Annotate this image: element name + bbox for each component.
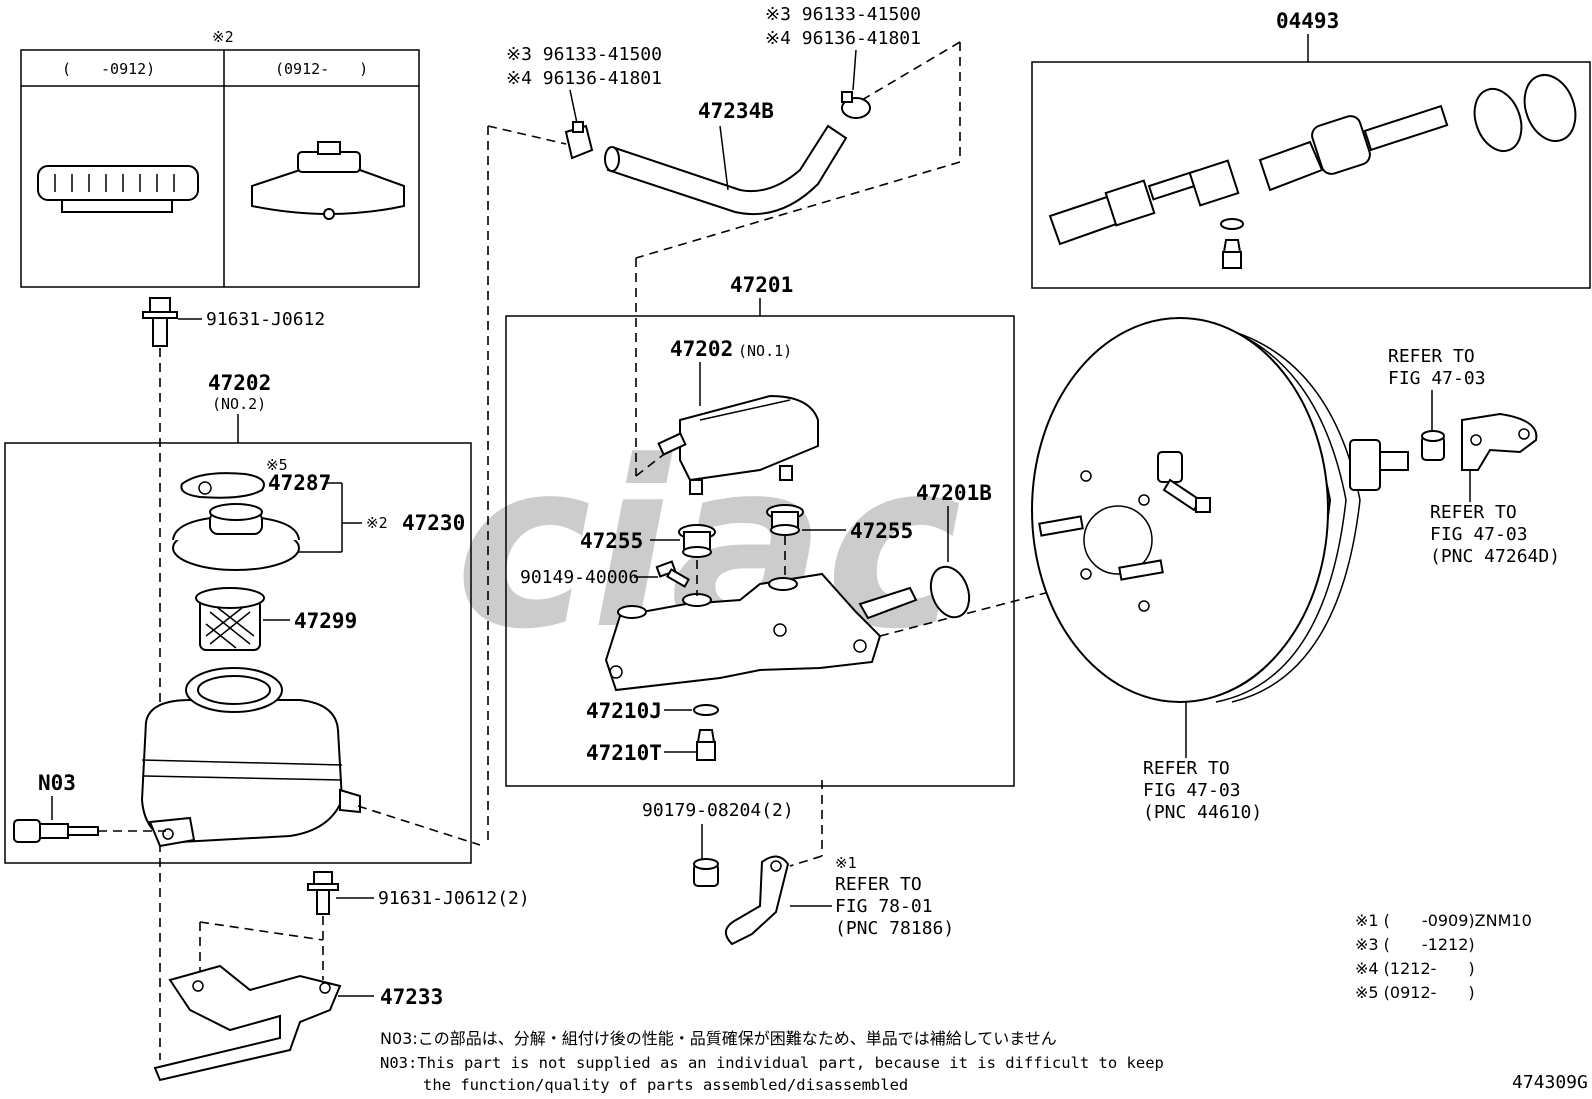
bracket-icon xyxy=(153,964,342,1082)
grommet-left-icon xyxy=(678,524,716,558)
label-ref1-b: FIG 78-01 xyxy=(835,896,933,917)
label-booster-ref-c: (PNC 44610) xyxy=(1143,802,1262,823)
nut-group: 90179-08204(2) ※1 REFER TO FIG 78-01 (PN… xyxy=(642,780,954,946)
label-bracket: 47233 xyxy=(380,985,443,1009)
label-grommet-right: 47255 xyxy=(850,519,913,543)
hose-clamp-left-icon xyxy=(564,121,594,160)
kit-plug-icon xyxy=(1222,239,1242,269)
reservoir-group: 91631-J0612 47202 (NO.2) ※5 47287 ※2 472… xyxy=(4,297,481,1060)
mount-bracket-icon xyxy=(725,855,790,946)
brake-booster-group: REFER TO FIG 47-03 (PNC 44610) xyxy=(1031,317,1409,823)
label-ref1-mark: ※1 xyxy=(835,854,857,872)
label-clevis-ref-c: (PNC 47264D) xyxy=(1430,546,1560,567)
master-cylinder-body-icon xyxy=(604,572,918,692)
gasket-icon xyxy=(180,472,265,499)
inset-marker: ※2 xyxy=(212,28,234,46)
label-clamp-right-a: ※3 96133-41500 xyxy=(765,4,921,25)
label-ref1-a: REFER TO xyxy=(835,874,922,895)
washer-icon xyxy=(693,704,719,716)
inset-col-old: ( -0912) xyxy=(62,60,155,78)
bleeder-plug-icon xyxy=(696,729,716,761)
bolt-bottom-icon xyxy=(307,871,339,915)
hose-group: ※3 96133-41500 ※4 96136-41801 ※3 96133-4… xyxy=(487,4,961,846)
label-ref1-c: (PNC 78186) xyxy=(835,918,954,939)
cap-variant-inset: ※2 ( -0912) (0912- ) xyxy=(20,28,420,288)
note-japanese: N03:この部品は、分解・組付け後の性能・品質確保が困難なため、単品では補給して… xyxy=(380,1029,1057,1048)
label-reservoir-no2: 47202 xyxy=(208,371,271,395)
o-ring-icon xyxy=(929,565,971,619)
label-cap-assembly: 47230 xyxy=(402,511,465,535)
bolt-top-icon xyxy=(142,297,178,347)
piston-icon xyxy=(1048,104,1449,246)
label-clamp-left-a: ※3 96133-41500 xyxy=(506,44,662,65)
label-bleeder-plug: 47210T xyxy=(586,741,662,765)
footnotes: ※1 ( -0909)ZNM10 ※3 ( -1212) ※4 (1212- )… xyxy=(1355,911,1532,1002)
label-master-cylinder: 47201 xyxy=(730,273,793,297)
screw-icon xyxy=(655,560,691,588)
label-clevis-ref-b: FIG 47-03 xyxy=(1430,524,1528,545)
reservoir-no1-icon xyxy=(657,394,819,495)
label-booster-ref-b: FIG 47-03 xyxy=(1143,780,1241,801)
label-top-ref-b: FIG 47-03 xyxy=(1388,368,1486,389)
repair-kit-group: 04493 xyxy=(1031,9,1591,289)
label-gasket: 47287 xyxy=(268,471,331,495)
label-hose: 47234B xyxy=(698,99,774,123)
footnote-5: ※5 (0912- ) xyxy=(1355,983,1475,1002)
snap-ring-icon xyxy=(1473,88,1523,152)
figure-id: 474309G xyxy=(1512,1072,1588,1093)
label-reservoir-no1: 47202 xyxy=(670,337,733,361)
label-sensor: N03 xyxy=(38,771,76,795)
label-bolt-top: 91631-J0612 xyxy=(206,309,325,330)
label-o-ring: 47201B xyxy=(916,481,992,505)
label-reservoir-no1-sub: (NO.1) xyxy=(738,342,792,360)
supply-notes: N03:この部品は、分解・組付け後の性能・品質確保が困難なため、単品では補給して… xyxy=(380,1029,1164,1094)
footnote-4: ※4 (1212- ) xyxy=(1355,959,1475,978)
label-nut: 90179-08204(2) xyxy=(642,800,794,821)
booster-stud-icon xyxy=(1038,515,1164,581)
note-english-2: the function/quality of parts assembled/… xyxy=(423,1076,908,1094)
right-refs-group: REFER TO FIG 47-03 REFER TO FIG 47-03 (P… xyxy=(1388,346,1560,567)
label-repair-kit: 04493 xyxy=(1276,9,1339,33)
bracket-group: 91631-J0612(2) 47233 xyxy=(153,871,530,1082)
label-clamp-left-b: ※4 96136-41801 xyxy=(506,68,662,89)
label-top-ref-a: REFER TO xyxy=(1388,346,1475,367)
footnote-1: ※1 ( -0909)ZNM10 xyxy=(1355,911,1532,930)
brake-booster-icon xyxy=(1031,317,1409,703)
label-cap-mark: ※2 xyxy=(366,514,388,532)
label-washer: 47210J xyxy=(586,699,662,723)
nut-icon xyxy=(693,858,719,887)
strainer-icon xyxy=(195,587,265,651)
inset-col-new: (0912- ) xyxy=(275,60,368,78)
note-english-1: N03:This part is not supplied as an indi… xyxy=(380,1054,1164,1072)
clevis-icon xyxy=(1461,412,1538,471)
old-cap-icon xyxy=(37,165,199,213)
level-sensor-icon xyxy=(13,819,99,843)
footnote-3: ※3 ( -1212) xyxy=(1355,935,1475,954)
label-clamp-right-b: ※4 96136-41801 xyxy=(765,28,921,49)
label-screw: 90149-40006 xyxy=(520,567,639,588)
clevis-nut-icon xyxy=(1421,430,1445,461)
label-gasket-mark: ※5 xyxy=(266,456,288,474)
reservoir-tank-icon xyxy=(140,667,361,848)
new-cap-icon xyxy=(251,141,405,220)
seal-ring-icon xyxy=(1523,74,1577,142)
grommet-right-icon xyxy=(766,504,804,536)
kit-washer-icon xyxy=(1220,218,1244,230)
vacuum-fitting-icon xyxy=(1157,451,1211,513)
label-grommet-left: 47255 xyxy=(580,529,643,553)
label-reservoir-no2-sub: (NO.2) xyxy=(212,395,266,413)
hose-clamp-right-icon xyxy=(841,91,871,119)
label-strainer: 47299 xyxy=(294,609,357,633)
label-clevis-ref-a: REFER TO xyxy=(1430,502,1517,523)
reservoir-hose-icon xyxy=(606,124,848,216)
label-bolt-bottom: 91631-J0612(2) xyxy=(378,888,530,909)
reservoir-cap-icon xyxy=(172,503,300,571)
label-booster-ref-a: REFER TO xyxy=(1143,758,1230,779)
master-cylinder-group: 47201 47202 (NO.1) 47255 47255 xyxy=(505,273,1089,787)
